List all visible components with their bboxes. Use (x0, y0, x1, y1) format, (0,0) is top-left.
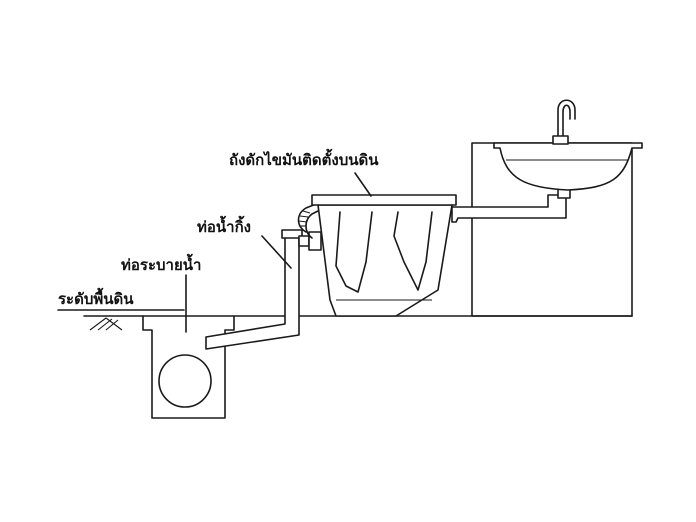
grease-trap-label: ถังดักไขมันติดตั้งบนดิน (229, 148, 379, 169)
flexible-hose (297, 203, 319, 239)
branch-pipe-label: ท่อน้ำกิ้ง (197, 215, 251, 236)
branch-pipe (205, 229, 303, 350)
faucet-icon (552, 99, 576, 145)
sink-drain-pipe (451, 185, 571, 223)
grease-trap-leader (354, 172, 372, 197)
ground-level-label: ระดับพื้นดิน (58, 287, 134, 308)
outlet-connector (298, 231, 322, 251)
drain-pipe-circle (158, 354, 212, 408)
drain-pipe-label: ท่อระบายน้ำ (121, 253, 201, 274)
grease-trap-tank (311, 194, 457, 317)
drainage-chamber (142, 315, 235, 419)
branch-pipe-leader (261, 235, 292, 269)
sink-basin (493, 142, 643, 191)
ground-hatch-icon (89, 317, 123, 331)
